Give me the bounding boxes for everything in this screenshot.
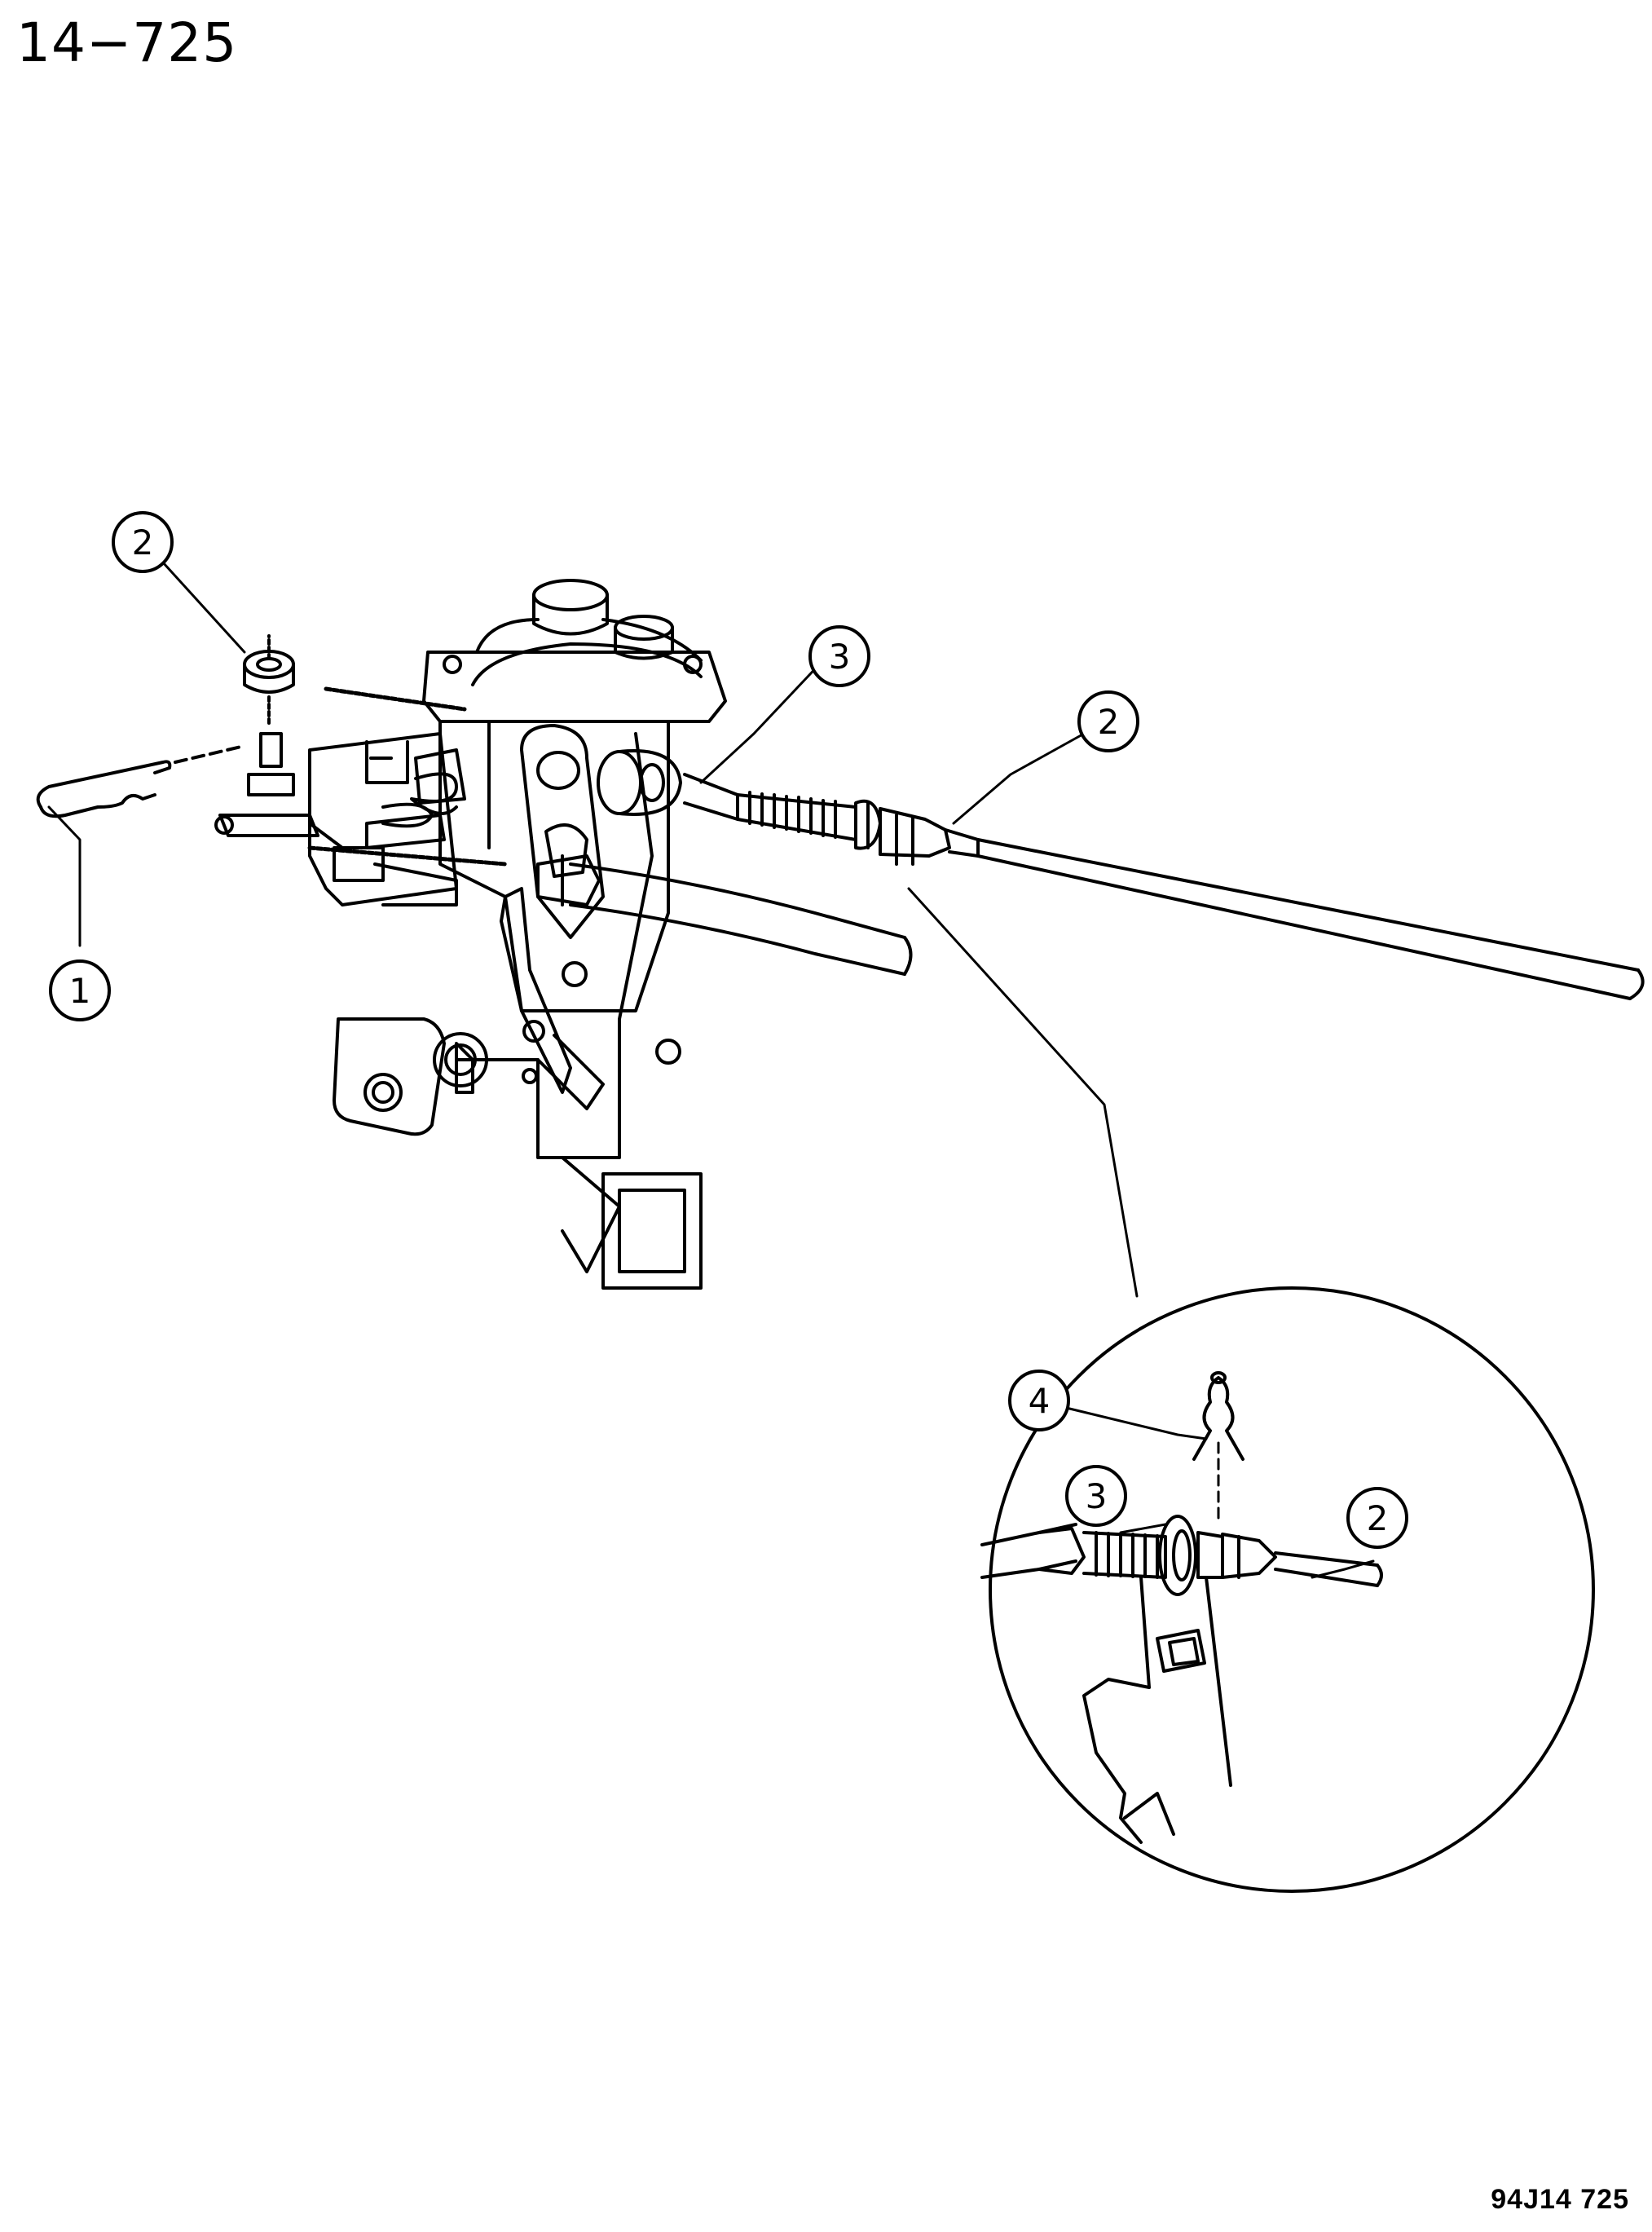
callout-2-right: 2 [1077, 690, 1139, 752]
pump-assembly [214, 579, 727, 1290]
svg-text:2: 2 [132, 523, 154, 562]
throttle-cable [536, 773, 1645, 1000]
figure-code: 94J14 725 [1491, 2184, 1629, 2215]
cable-grommet [597, 749, 682, 816]
callout-2-detail: 2 [1346, 1487, 1408, 1549]
page-number: 14−725 [16, 11, 238, 74]
svg-text:3: 3 [829, 637, 851, 677]
svg-text:4: 4 [1029, 1381, 1051, 1421]
callout-2-upper: 2 [112, 511, 174, 573]
svg-text:2: 2 [1367, 1498, 1389, 1538]
cable-end-fitting [243, 634, 295, 727]
svg-text:3: 3 [1086, 1476, 1108, 1516]
callout-4-detail: 4 [1008, 1370, 1070, 1431]
retaining-clip [36, 744, 246, 818]
svg-text:2: 2 [1098, 702, 1120, 742]
callout-1: 1 [49, 959, 111, 1021]
callout-3-detail: 3 [1065, 1465, 1127, 1527]
detail-inset [980, 1286, 1595, 1893]
svg-text:1: 1 [69, 971, 91, 1011]
callout-3-upper: 3 [808, 625, 870, 687]
